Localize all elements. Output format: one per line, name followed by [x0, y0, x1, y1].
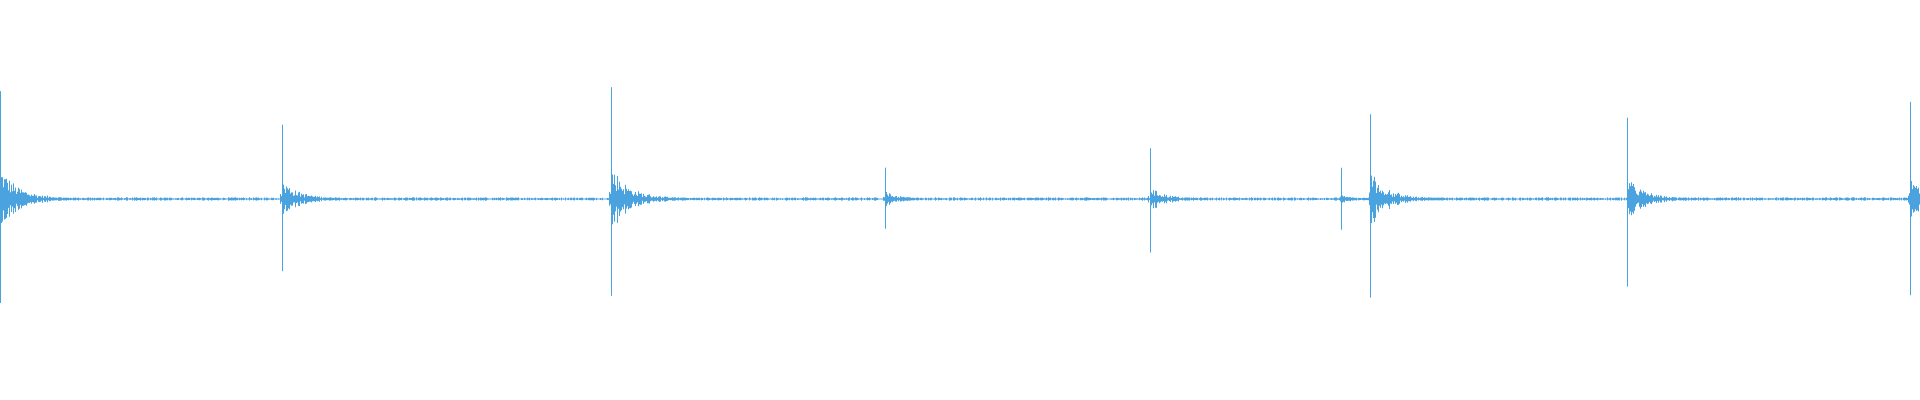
waveform-trace [0, 87, 1920, 303]
